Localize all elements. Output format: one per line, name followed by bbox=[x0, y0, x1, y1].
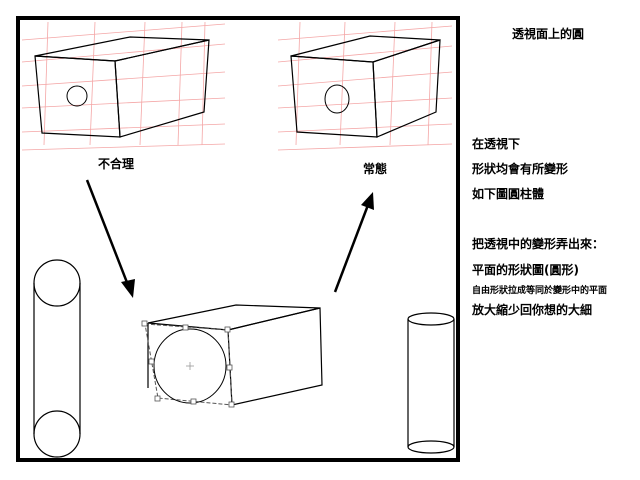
transform-center-marker bbox=[186, 362, 194, 370]
transform-selection bbox=[141, 320, 235, 408]
page-title: 透視面上的圓 bbox=[512, 27, 585, 41]
ellipse-on-face-right bbox=[324, 84, 350, 114]
box-top-right bbox=[290, 35, 441, 138]
note-line-7: 放大縮少回你想的大細 bbox=[472, 303, 593, 317]
perspective-grid-left bbox=[21, 21, 226, 151]
note-line-5: 平面的形狀圖(圓形) bbox=[472, 263, 579, 277]
distorted-circle bbox=[153, 328, 227, 404]
note-line-3: 如下圖圓柱體 bbox=[472, 187, 545, 201]
arrow-down-right bbox=[85, 179, 135, 298]
note-line-6: 自由形狀拉成等同於變形中的平面 bbox=[472, 286, 608, 296]
cylinder-left bbox=[33, 259, 81, 458]
circle-on-face-left bbox=[66, 85, 88, 107]
label-unreasonable: 不合理 bbox=[98, 157, 135, 171]
note-line-1: 在透視下 bbox=[472, 137, 521, 151]
arrow-up-right bbox=[333, 192, 374, 293]
label-normal: 常態 bbox=[363, 162, 388, 176]
perspective-grid-right bbox=[277, 21, 453, 151]
diagram-frame bbox=[16, 16, 460, 462]
cylinder-right bbox=[407, 312, 455, 454]
note-line-2: 形狀均會有所變形 bbox=[472, 162, 569, 176]
box-bottom-center bbox=[147, 304, 323, 406]
note-line-4: 把透視中的變形弄出來： bbox=[472, 237, 605, 251]
box-top-left bbox=[34, 36, 210, 138]
